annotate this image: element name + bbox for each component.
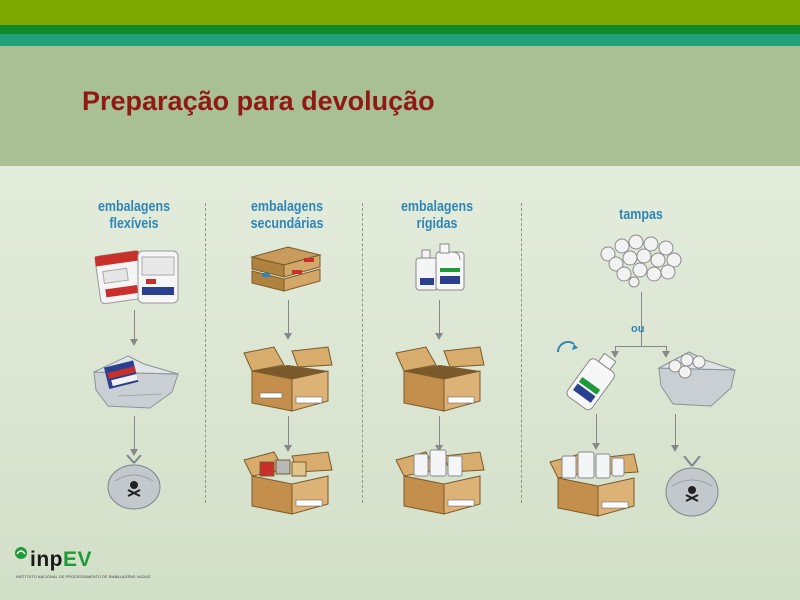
inpev-logo-mark-icon [14, 546, 28, 560]
branch-line [641, 292, 642, 346]
top-stripe-green [0, 25, 800, 34]
stacked-boxes-icon [248, 243, 324, 295]
flow-arrow [596, 414, 597, 444]
top-stripe-lime [0, 0, 800, 25]
open-box-icon [392, 345, 488, 413]
flexible-bags-icon [92, 243, 184, 307]
inpev-logo: inpEV [30, 548, 92, 572]
bottle-with-cap-icon [552, 338, 636, 412]
flow-arrow [675, 414, 676, 446]
open-bag-icon [88, 350, 182, 412]
or-label: ou [631, 323, 644, 335]
filled-box-icon [392, 448, 488, 516]
flow-arrow [134, 416, 135, 450]
flow-arrow [439, 300, 440, 334]
column-divider [362, 203, 363, 503]
bag-of-caps-icon [655, 348, 739, 410]
flow-arrow [439, 416, 440, 446]
flow-arrow [288, 416, 289, 446]
jugs-icon [412, 242, 468, 294]
waste-bag-icon [664, 456, 720, 518]
open-box-icon [240, 345, 336, 413]
caps-pile-icon [596, 234, 686, 288]
inpev-logo-subtitle: INSTITUTO NACIONAL DE PROCESSAMENTO DE E… [16, 575, 150, 579]
flow-arrow [288, 300, 289, 334]
slide-title: Preparação para devolução [82, 86, 435, 117]
filled-box-icon [240, 450, 336, 516]
filled-box-icon [546, 448, 642, 518]
heading-caps: tampas [589, 207, 692, 224]
waste-bag-icon [105, 455, 163, 511]
column-divider [205, 203, 206, 503]
flow-arrow [134, 310, 135, 340]
column-divider [521, 203, 522, 503]
top-stripe-teal [0, 34, 800, 46]
